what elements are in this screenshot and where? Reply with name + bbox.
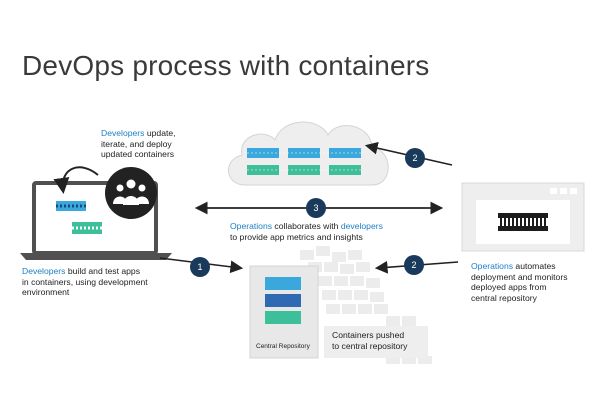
operations-collaborate-actor-2: developers (340, 221, 383, 231)
developers-build-line-2: in containers, using development (22, 276, 148, 287)
operations-deploy-line-1: automates (513, 261, 556, 271)
developers-build-actor: Developers (22, 266, 66, 276)
operations-deploy-line-3: deployed apps from (471, 282, 547, 292)
containers-pushed-callout: Containers pushed to central repository (324, 326, 428, 358)
operations-deploy-text: Operations automates deployment and moni… (471, 261, 568, 303)
operations-window (461, 182, 585, 252)
step-1-badge: 1 (190, 257, 210, 277)
team-icon (105, 167, 157, 219)
central-repository (249, 265, 319, 359)
developers-update-actor: Developers (101, 128, 145, 138)
repository-grid (300, 246, 432, 364)
developers-update-text: Developers update, iterate, and deploy u… (101, 128, 176, 160)
step-2-repo-badge: 2 (404, 255, 424, 275)
step-2-cloud-badge: 2 (405, 148, 425, 168)
developers-update-line-2: iterate, and deploy (101, 138, 172, 149)
developers-build-line-1: build and test apps (65, 266, 141, 276)
page-title: DevOps process with containers (22, 50, 430, 81)
cloud-containers (247, 148, 361, 175)
operations-deploy-actor: Operations (471, 261, 514, 271)
operations-collaborate-middle: collaborates with (272, 221, 341, 231)
operations-collaborate-text: Operations collaborates with developers … (230, 221, 383, 242)
step-3-badge: 3 (306, 198, 326, 218)
developers-build-line-3: environment (22, 287, 70, 297)
operations-collaborate-line-2: to provide app metrics and insights (230, 231, 363, 242)
central-repository-label: Central Repository (256, 343, 310, 350)
developers-update-line-3: updated containers (101, 149, 175, 159)
callout-line-1: Containers pushed (332, 330, 405, 340)
developers-build-text: Developers build and test apps in contai… (22, 266, 148, 298)
operations-deploy-line-4: central repository (471, 292, 537, 303)
operations-collaborate-actor: Operations (230, 221, 273, 231)
callout-line-2: to central repository (332, 340, 408, 351)
operations-deploy-line-2: deployment and monitors (471, 271, 568, 282)
developers-update-line-1: update, (146, 128, 176, 138)
